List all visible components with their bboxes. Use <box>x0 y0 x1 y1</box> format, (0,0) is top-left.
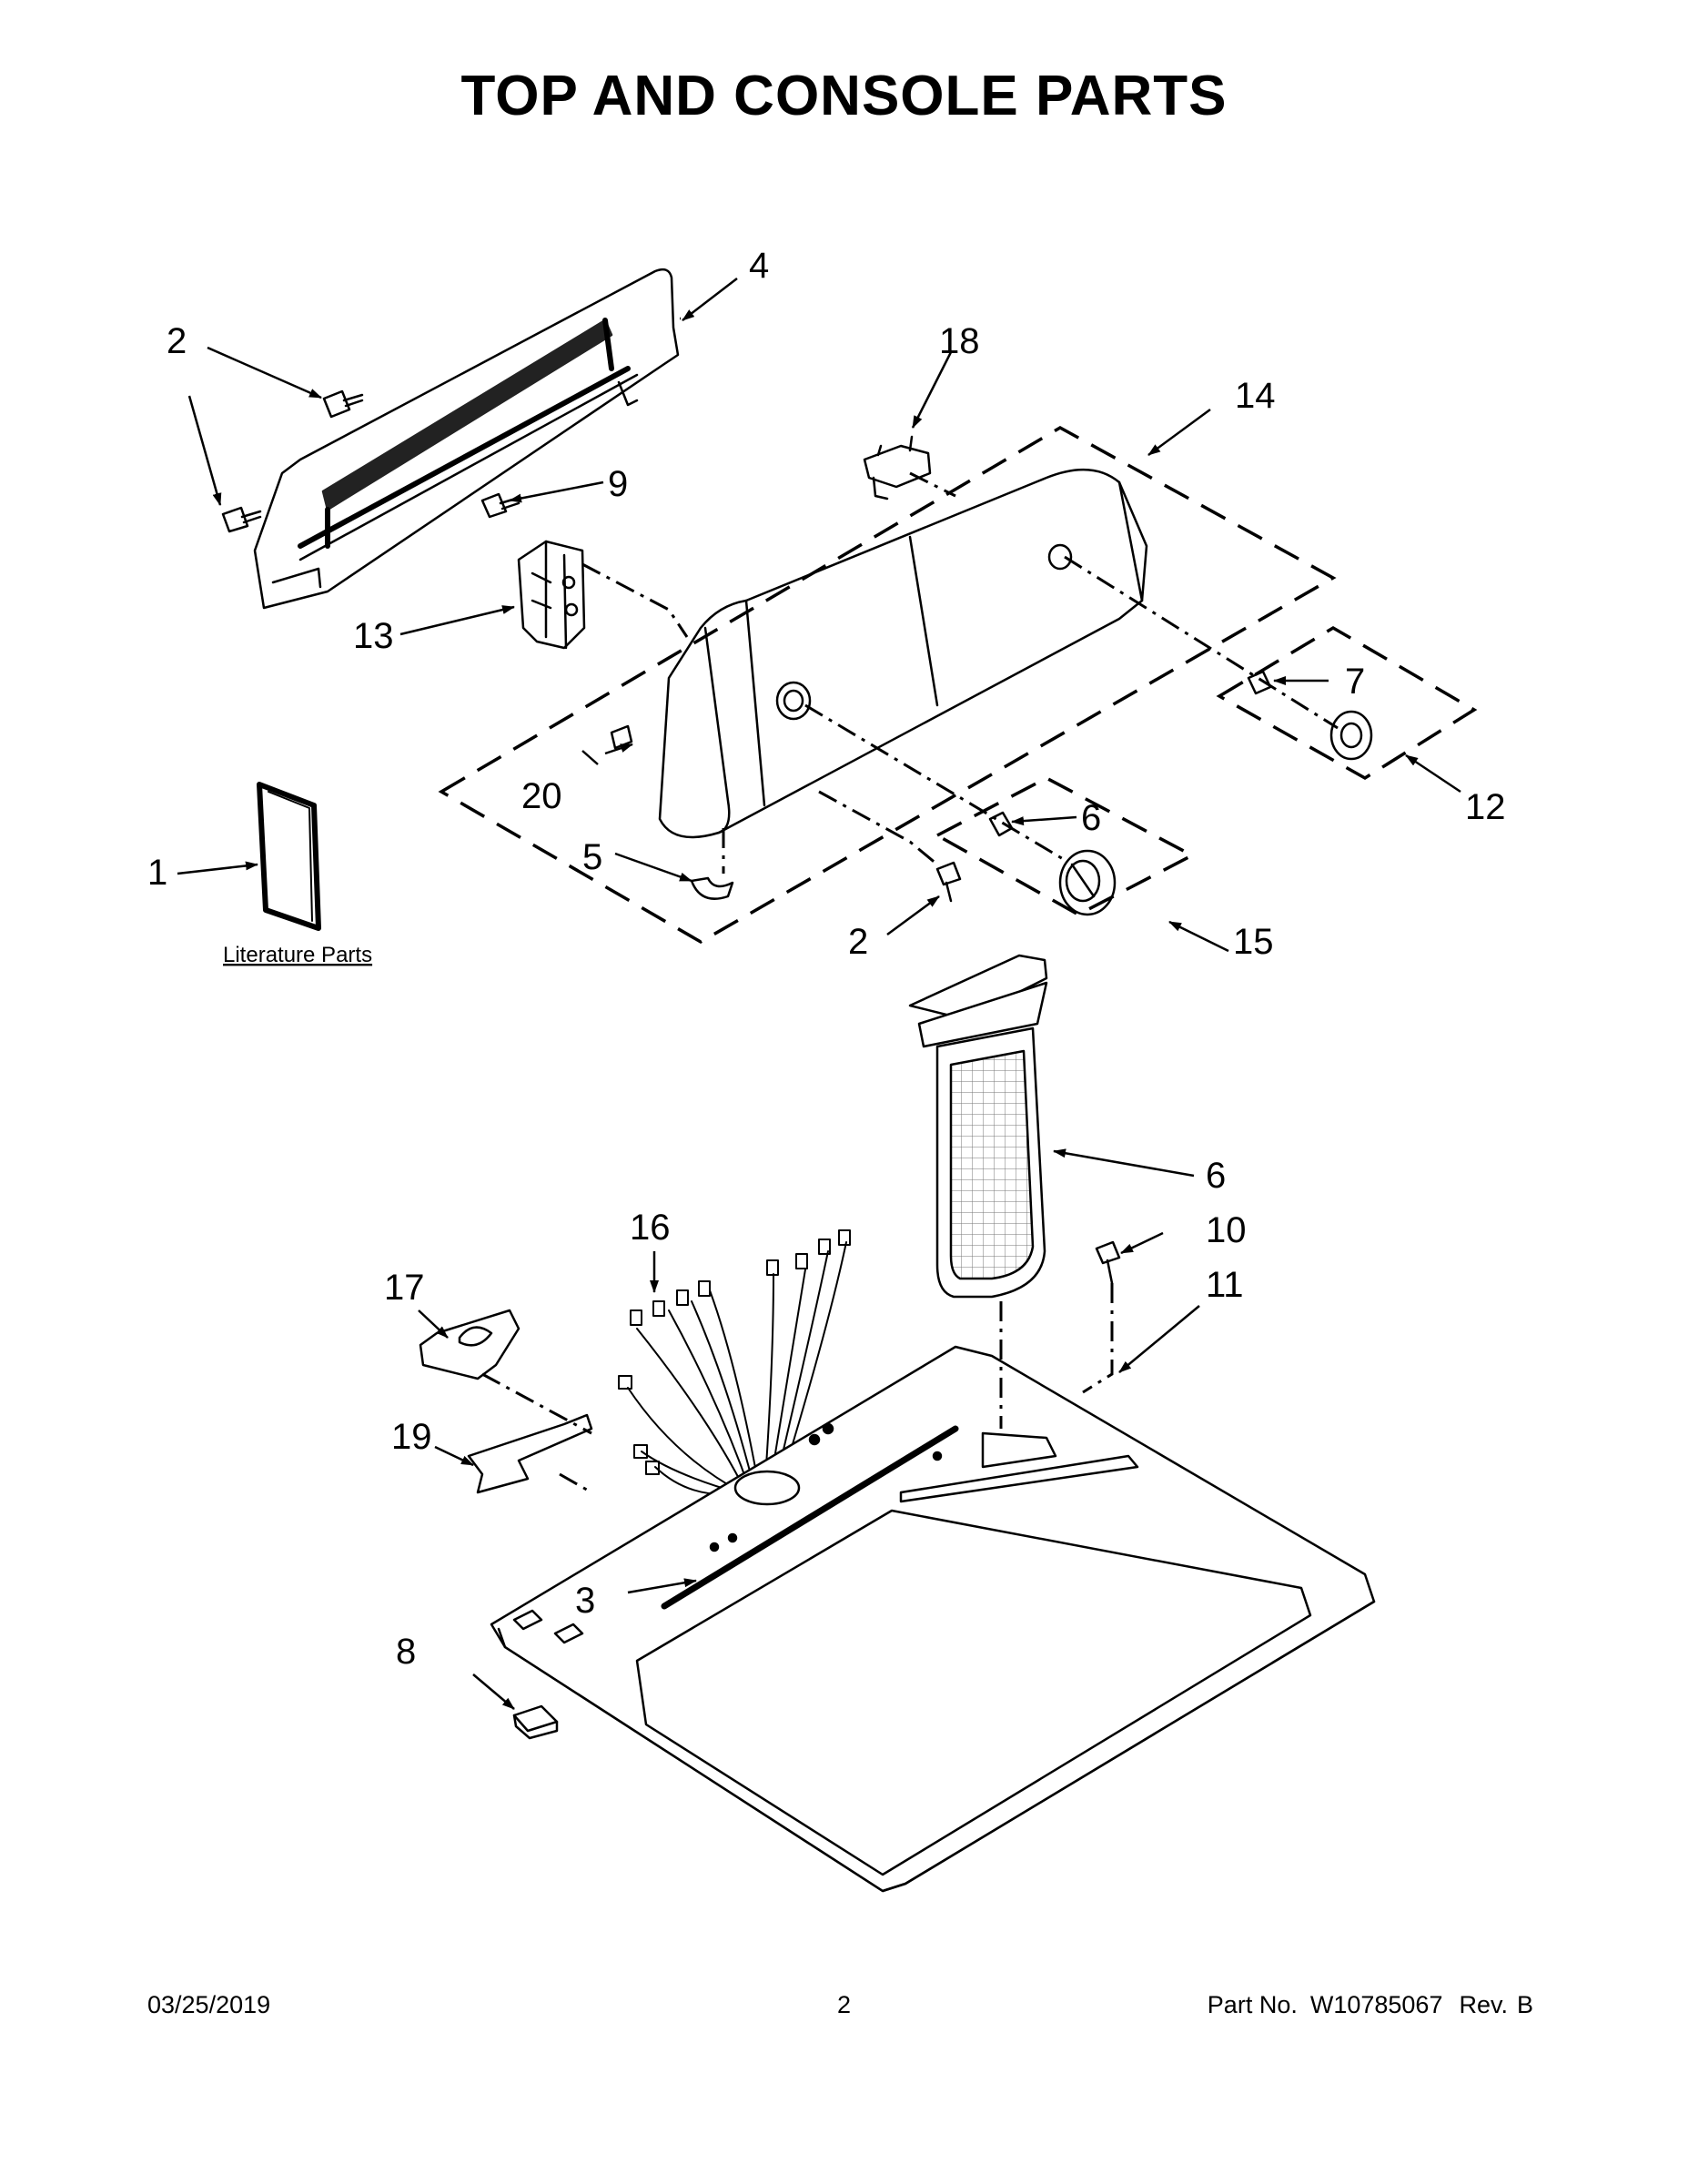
callout-5: 6 <box>1206 1156 1226 1196</box>
console-bracket <box>690 876 734 900</box>
part-number: W10785067 <box>1309 1991 1443 2018</box>
group-outline-knob-upper <box>1216 625 1478 781</box>
foam-pad <box>512 1704 559 1740</box>
callout-4: 4 <box>749 246 769 286</box>
callout-6b: 6 <box>1081 798 1101 838</box>
callout-18: 19 <box>391 1417 432 1457</box>
group-outlines <box>438 425 1478 945</box>
console-body <box>658 468 1148 839</box>
screw-top <box>1095 1240 1121 1285</box>
lint-screen <box>908 954 1048 1299</box>
callout-11: 13 <box>353 616 394 656</box>
assembly-lines <box>481 471 1339 1494</box>
callout-13: 15 <box>1233 922 1274 962</box>
switch-assembly <box>517 540 586 650</box>
screw-console <box>935 861 962 903</box>
callout-20: 20 <box>521 776 562 816</box>
callout-12: 14 <box>1235 376 1276 416</box>
rev-label: Rev. <box>1459 1991 1508 2018</box>
group-outline-knob-lower <box>934 776 1196 916</box>
knob-upper <box>1329 710 1373 761</box>
callout-6a: 7 <box>1345 662 1365 702</box>
screw-switch <box>480 492 521 519</box>
literature-parts <box>257 782 321 931</box>
screw-lower <box>221 506 262 533</box>
callout-15: 8 <box>396 1632 416 1672</box>
callout-1: 1 <box>147 853 167 893</box>
literature-label: Literature Parts <box>223 943 372 967</box>
footer-date: 03/25/2019 <box>147 1991 271 2018</box>
callout-7: 9 <box>608 464 628 504</box>
group-outline-console <box>438 425 1337 945</box>
callout-2b: 2 <box>848 922 868 962</box>
knob-shaft-lower <box>988 811 1014 837</box>
callout-16: 16 <box>630 1208 671 1248</box>
screw-upper <box>322 389 364 419</box>
callout-8: 10 <box>1206 1210 1247 1250</box>
callout-2a: 2 <box>167 321 187 361</box>
sensor-part <box>863 435 932 500</box>
callout-14: 18 <box>939 321 980 361</box>
callout-3: 5 <box>582 837 602 877</box>
callout-19: 3 <box>575 1581 595 1621</box>
cabinet-top <box>490 1345 1376 1893</box>
callout-9: 11 <box>1206 1265 1244 1305</box>
wire-plate <box>419 1309 521 1380</box>
part-label: Part No. <box>1207 1991 1298 2018</box>
page-title: TOP AND CONSOLE PARTS <box>460 65 1228 127</box>
footer-part-number: Part No. W10785067 Rev. B <box>1208 1991 1533 2019</box>
leader-arrows <box>177 278 1461 1710</box>
callout-10: 12 <box>1465 787 1506 827</box>
knob-lower <box>1058 849 1117 916</box>
callout-17: 17 <box>384 1268 425 1308</box>
console-rear-panel <box>253 268 680 610</box>
rev-value: B <box>1516 1991 1533 2018</box>
footer-page-number: 2 <box>836 1991 852 2018</box>
harness-bracket <box>467 1413 593 1494</box>
